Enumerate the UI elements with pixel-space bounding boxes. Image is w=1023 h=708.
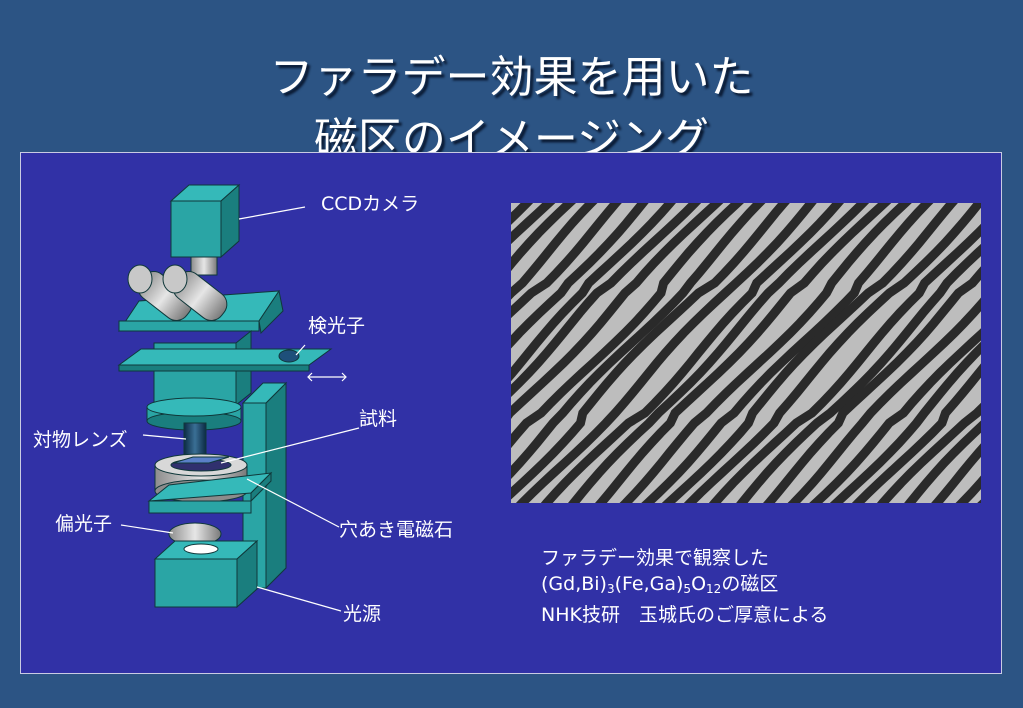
label-sample: 試料 [359,408,398,430]
slide-title-line1: ファラデー効果を用いた [269,52,754,103]
domain-stripe [515,203,817,503]
domain-stripe [540,203,845,503]
domain-stripe [931,443,981,503]
domain-stripe [683,203,981,503]
domain-stripe [736,243,981,503]
label-ccd-camera: CCDカメラ [321,193,420,215]
label-polarizer: 偏光子 [55,513,113,535]
domain-stripe [851,363,981,503]
domain-stripe [829,341,981,503]
domain-stripe [511,203,577,272]
domain-stripe [511,203,790,500]
objective-disc [146,397,242,431]
domain-stripe [809,328,981,503]
domain-stripe [511,203,622,319]
label-light-source: 光源 [343,603,382,625]
domain-stripe [511,203,744,449]
domain-stripe [876,402,981,503]
domain-stripe [511,203,598,300]
caption-formula: (Gd,Bi)3(Fe,Ga)5O12の磁区 [541,573,779,596]
domain-stripe [641,203,934,503]
caption-line3: NHK技研 玉城氏のご厚意による [541,604,829,626]
photo-caption: ファラデー効果で観察した (Gd,Bi)3(Fe,Ga)5O12の磁区 NHK技… [541,545,828,628]
domain-stripe [708,223,981,503]
stage-plate [147,471,273,514]
caption-line1: ファラデー効果で観察した [541,547,770,569]
domain-stripe [511,203,724,419]
domain-stripe [511,203,676,382]
domain-stripe [511,203,702,398]
label-objective-lens: 対物レンズ [33,429,128,451]
domain-stripes [511,203,981,503]
domain-stripe [763,266,981,503]
ccd-camera-shape [169,183,241,259]
domain-stripe [904,420,981,503]
light-source-base [153,539,259,609]
domain-stripe [568,203,870,503]
content-panel: CCDカメラ 検光子 試料 対物レンズ 偏光子 穴あき電磁石 光源 ファラデー効… [20,152,1002,674]
eyepiece-shapes [127,264,228,321]
label-electromagnet: 穴あき電磁石 [339,519,454,541]
domain-stripe [661,203,958,503]
domain-stripe [787,297,981,503]
domain-stripe [619,203,912,503]
microscope-diagram [117,183,360,612]
label-analyzer: 検光子 [308,315,366,337]
domain-stripe [595,203,892,503]
domain-stripe [511,203,766,479]
domain-stripe [511,203,649,349]
magnetic-domain-image [511,203,981,503]
analyzer-plate [117,348,333,372]
